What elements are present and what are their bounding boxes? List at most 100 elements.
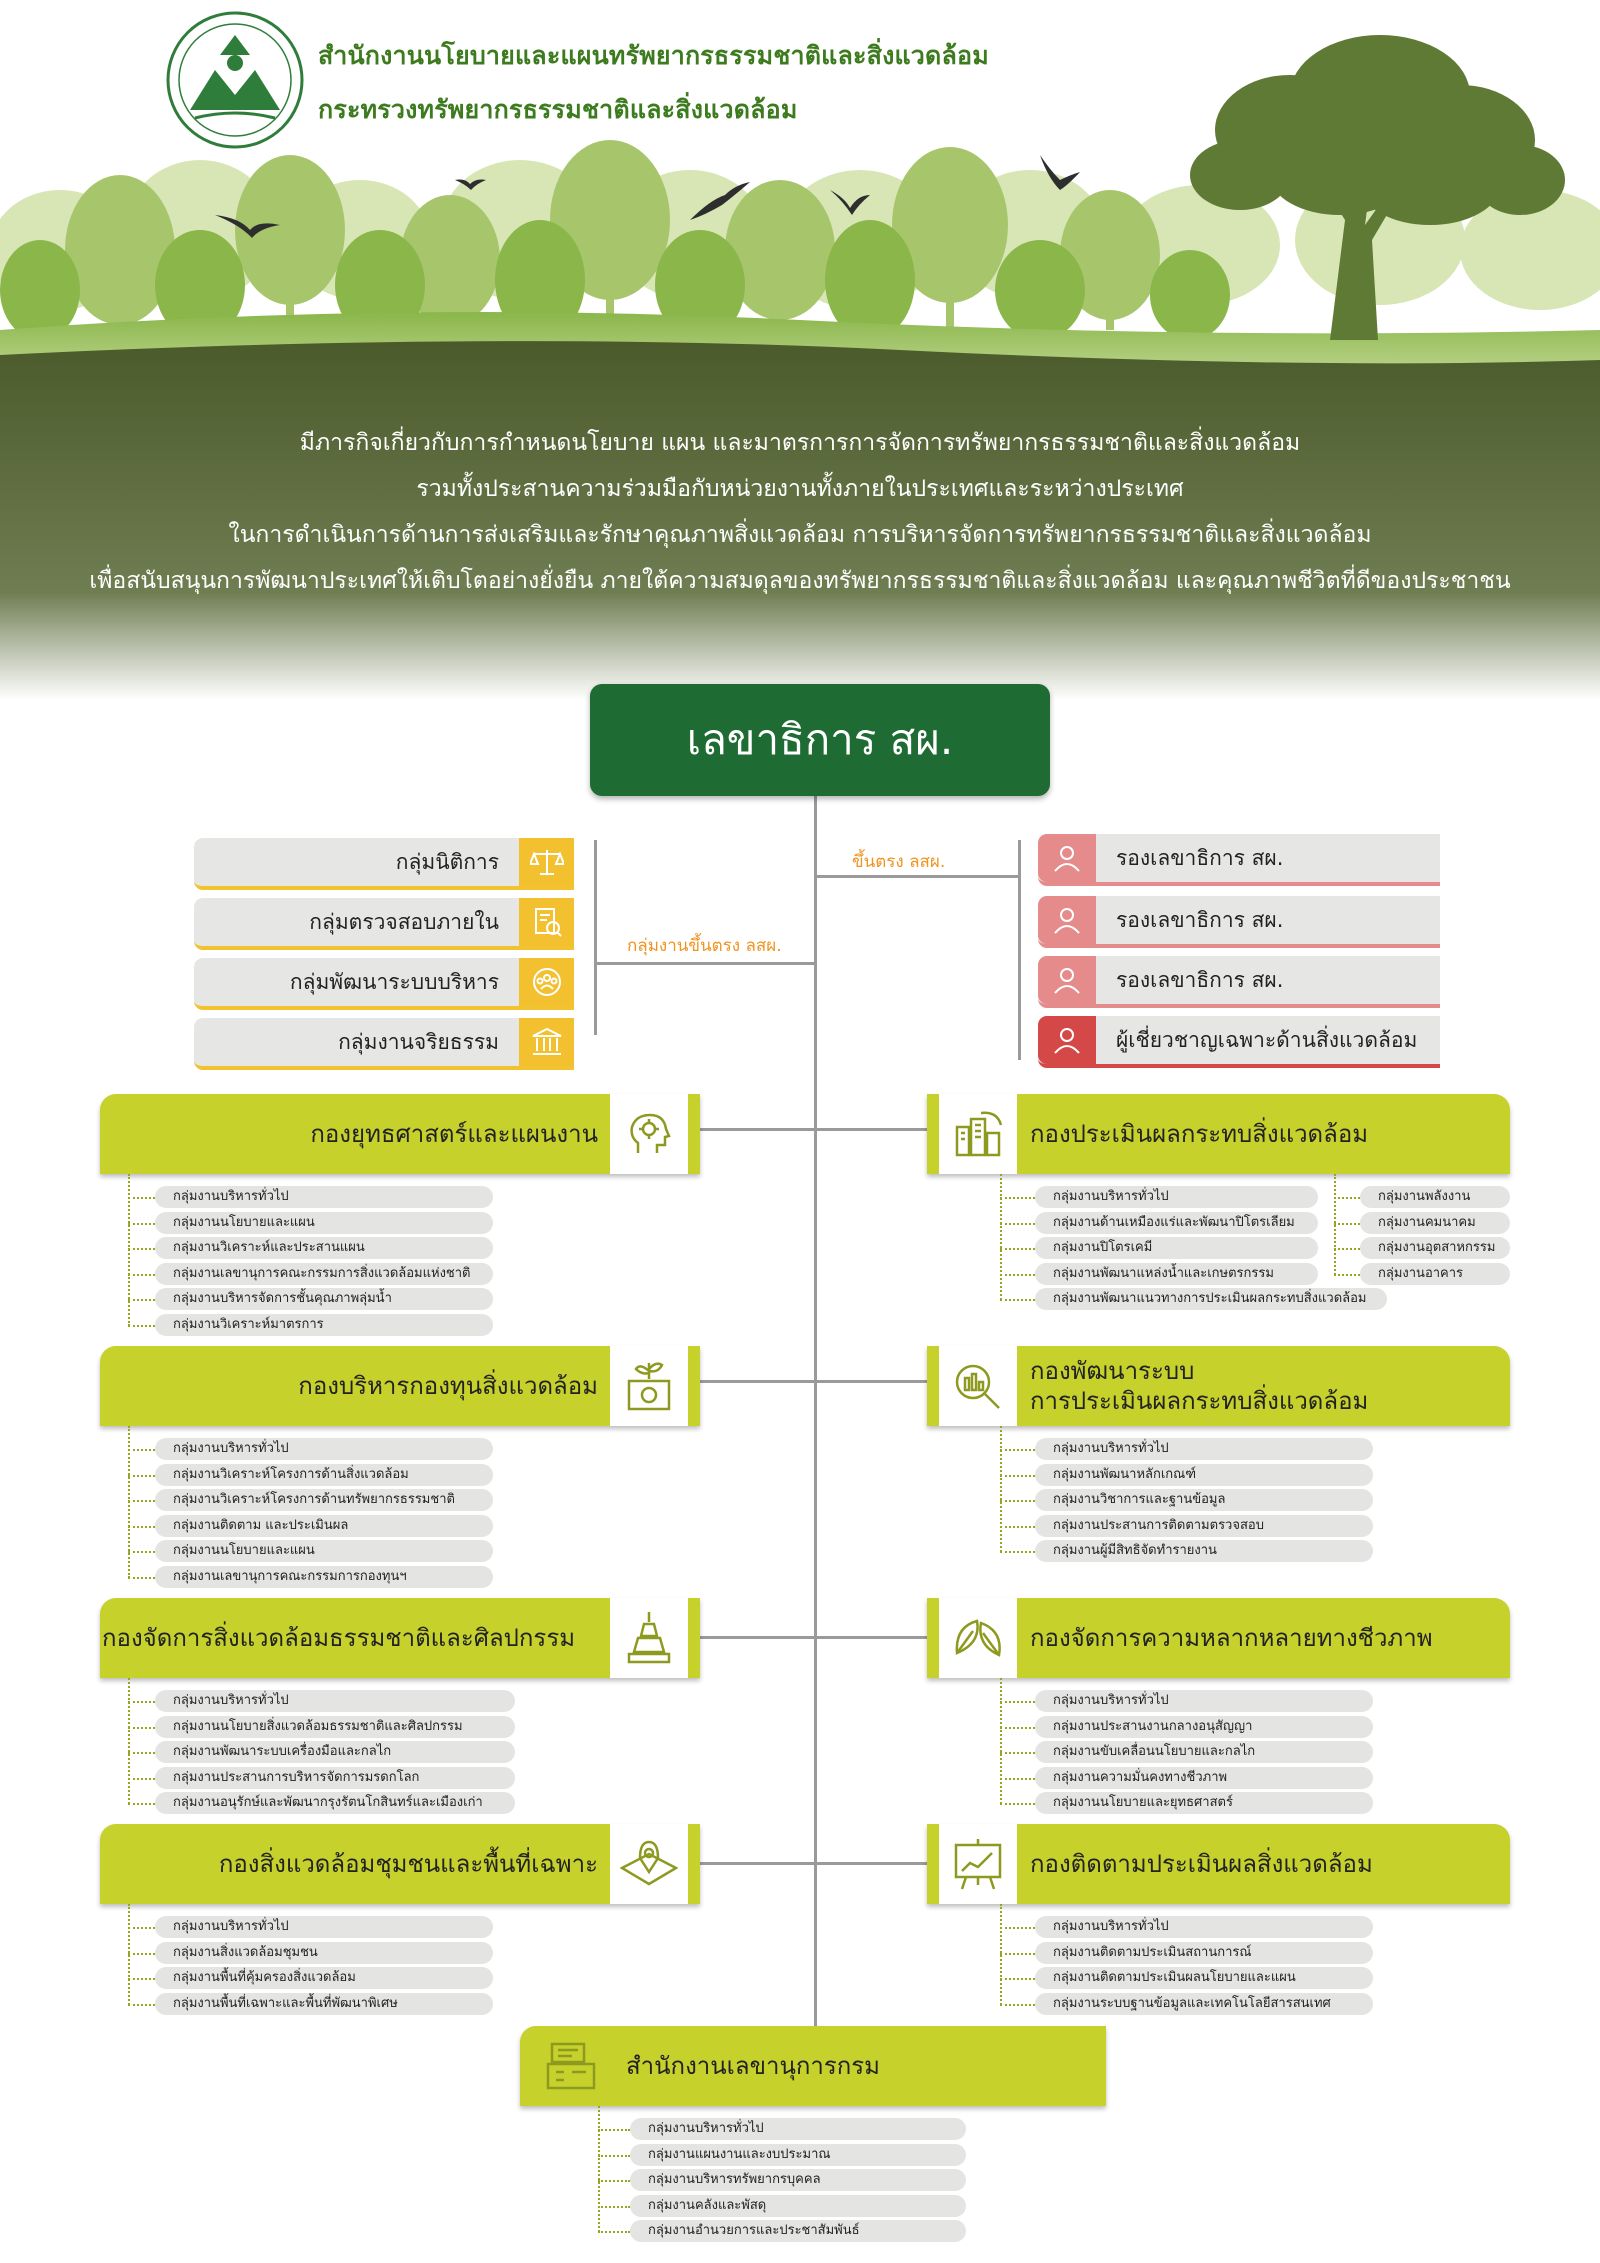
mission-statement: มีภารกิจเกี่ยวกับการกำหนดนโยบาย แผน และม… xyxy=(0,420,1600,604)
group-label: กลุ่มงานจริยธรรม xyxy=(338,1030,499,1054)
dotted-branch xyxy=(598,2154,630,2157)
sub-group-item: กลุ่มงานนโยบายและแผน xyxy=(155,1540,493,1562)
dotted-branch xyxy=(128,1248,155,1250)
group-ethics: กลุ่มงานจริยธรรม xyxy=(194,1018,574,1070)
dotted-branch xyxy=(128,1474,155,1477)
division-environment-fund: กองบริหารกองทุนสิ่งแวดล้อม xyxy=(100,1346,700,1426)
dotted-branch xyxy=(128,1222,155,1225)
sub-group-item: กลุ่มงานประสานการติดตามตรวจสอบ xyxy=(1035,1514,1373,1537)
sub-group-item: กลุ่มงานอาคาร xyxy=(1360,1262,1510,1285)
group-admin-development: กลุ่มพัฒนาระบบบริหาร xyxy=(194,958,574,1010)
sub-group-item: กลุ่มงานขับเคลื่อนนโยบายและกลไก xyxy=(1035,1741,1373,1763)
dotted-branch xyxy=(128,1324,155,1327)
sub-group-item: กลุ่มงานพัฒนาแหล่งน้ำและเกษตรกรรม xyxy=(1035,1262,1318,1285)
sub-group-item: กลุ่มงานคลังและพัสดุ xyxy=(630,2194,966,2217)
conn xyxy=(817,1636,927,1639)
dotted-branch xyxy=(1000,1248,1035,1250)
division-title: กองประเมินผลกระทบสิ่งแวดล้อม xyxy=(1030,1120,1369,1148)
sub-group-item: กลุ่มงานบริหารทั่วไป xyxy=(155,1438,493,1460)
ministry-name: กระทรวงทรัพยากรธรรมชาติและสิ่งแวดล้อม xyxy=(318,95,798,124)
sub-group-item: กลุ่มงานบริหารทั่วไป xyxy=(630,2118,966,2140)
person-icon xyxy=(1038,834,1096,882)
dotted-branch xyxy=(128,1952,155,1955)
leaves-icon xyxy=(939,1598,1017,1678)
deputy-1: รองเลขาธิการ สผ. xyxy=(1038,834,1440,886)
dotted-branch xyxy=(1000,1978,1035,1980)
deputy-label: ผู้เชี่ยวชาญเฉพาะด้านสิ่งแวดล้อม xyxy=(1116,1028,1418,1052)
dotted-branch xyxy=(1000,1500,1035,1502)
conn xyxy=(817,1128,927,1131)
pagoda-icon xyxy=(610,1598,688,1678)
dotted-branch xyxy=(1000,1803,1035,1805)
sub-group-item: กลุ่มงานบริหารทรัพยากรบุคคล xyxy=(630,2169,966,2191)
division-title: กองพัฒนาระบบ การประเมินผลกระทบสิ่งแวดล้อ… xyxy=(1030,1346,1368,1426)
dotted-branch xyxy=(128,1500,155,1502)
dotted-branch xyxy=(1000,1299,1035,1301)
dotted-branch xyxy=(1000,1474,1035,1477)
dotted-branch xyxy=(598,2129,630,2131)
forest-landscape-illustration xyxy=(0,0,1600,700)
dotted-branch xyxy=(128,2003,155,2006)
sub-group-item: กลุ่มงานบริหารทั่วไป xyxy=(1035,1916,1373,1938)
onep-logo xyxy=(166,11,304,149)
dotted-branch xyxy=(598,2180,630,2182)
sub-group-item: กลุ่มงานปิโตรเคมี xyxy=(1035,1237,1318,1259)
presentation-chart-icon xyxy=(939,1824,1017,1904)
sub-group-item: กลุ่มงานสิ่งแวดล้อมชุมชน xyxy=(155,1941,493,1964)
conn xyxy=(817,1862,927,1865)
group-label: กลุ่มนิติการ xyxy=(395,850,499,874)
dotted-connector xyxy=(128,1678,130,1804)
sub-group-item: กลุ่มงานพลังงาน xyxy=(1360,1186,1510,1208)
conn xyxy=(817,1380,927,1383)
dotted-branch xyxy=(1000,1777,1035,1780)
dotted-branch xyxy=(1334,1273,1360,1276)
sub-group-item: กลุ่มงานด้านเหมืองแร่และพัฒนาปิโตรเลียม xyxy=(1035,1211,1318,1234)
division-eia-system-development: กองพัฒนาระบบ การประเมินผลกระทบสิ่งแวดล้อ… xyxy=(927,1346,1510,1426)
division-title: กองจัดการความหลากหลายทางชีวภาพ xyxy=(1030,1624,1433,1652)
sub-group-item: กลุ่มงานบริหารทั่วไป xyxy=(1035,1690,1373,1712)
dotted-branch xyxy=(598,2231,630,2233)
dotted-branch xyxy=(128,1726,155,1729)
magnifier-chart-icon xyxy=(939,1346,1017,1426)
trunk-line xyxy=(814,796,817,2031)
sub-group-item: กลุ่มงานนโยบายและยุทธศาสตร์ xyxy=(1035,1792,1373,1814)
sub-group-item: กลุ่มงานพัฒนาระบบเครื่องมือและกลไก xyxy=(155,1741,515,1763)
mission-line: มีภารกิจเกี่ยวกับการกำหนดนโยบาย แผน และม… xyxy=(299,430,1301,456)
city-buildings-icon xyxy=(939,1094,1017,1174)
division-community-area: กองสิ่งแวดล้อมชุมชนและพื้นที่เฉพาะ xyxy=(100,1824,700,1904)
division-title: กองติดตามประเมินผลสิ่งแวดล้อม xyxy=(1030,1850,1373,1878)
division-title-line: การประเมินผลกระทบสิ่งแวดล้อม xyxy=(1030,1387,1369,1415)
sub-group-item: กลุ่มงานผู้มีสิทธิจัดทำรายงาน xyxy=(1035,1540,1373,1562)
sub-group-item: กลุ่มงานติดตาม และประเมินผล xyxy=(155,1514,493,1537)
conn xyxy=(700,1128,814,1131)
sub-group-item: กลุ่มงานประสานการบริหารจัดการมรดกโลก xyxy=(155,1766,515,1789)
secretary-general-box: เลขาธิการ สผ. xyxy=(590,684,1050,796)
dotted-branch xyxy=(1334,1197,1360,1199)
header-banner: สำนักงานนโยบายและแผนทรัพยากรธรรมชาติและส… xyxy=(0,0,1600,700)
dotted-branch xyxy=(128,1525,155,1528)
dotted-branch xyxy=(128,1701,155,1703)
dotted-branch xyxy=(1000,1222,1035,1225)
dotted-branch xyxy=(1000,1952,1035,1955)
group-label: กลุ่มตรวจสอบภายใน xyxy=(309,910,499,934)
conn xyxy=(700,1636,814,1639)
dotted-branch xyxy=(598,2205,630,2208)
sub-group-item: กลุ่มงานบริหารทั่วไป xyxy=(155,1186,493,1208)
sub-group-item: กลุ่มงานอนุรักษ์และพัฒนากรุงรัตนโกสินทร์… xyxy=(155,1792,515,1814)
dotted-connector xyxy=(1000,1426,1002,1552)
division-environment-monitoring: กองติดตามประเมินผลสิ่งแวดล้อม xyxy=(927,1824,1510,1904)
dotted-branch xyxy=(128,1576,155,1579)
sub-group-item: กลุ่มงานอุตสาหกรรม xyxy=(1360,1237,1510,1259)
sub-group-item: กลุ่มงานพัฒนาหลักเกณฑ์ xyxy=(1035,1463,1373,1486)
deputy-3: รองเลขาธิการ สผ. xyxy=(1038,956,1440,1008)
sub-group-item: กลุ่มงานวิเคราะห์มาตรการ xyxy=(155,1313,493,1336)
sub-group-item: กลุ่มงานพื้นที่คุ้มครองสิ่งแวดล้อม xyxy=(155,1967,493,1989)
sub-group-item: กลุ่มงานวิเคราะห์โครงการด้านทรัพยากรธรรม… xyxy=(155,1489,493,1511)
sub-group-item: กลุ่มงานนโยบายและแผน xyxy=(155,1211,493,1234)
dotted-branch xyxy=(1000,1273,1035,1276)
dotted-branch xyxy=(128,1197,155,1199)
right-group-label: ขึ้นตรง ลสผ. xyxy=(852,852,946,872)
person-icon xyxy=(1038,1016,1096,1064)
sub-group-item: กลุ่มงานพื้นที่เฉพาะและพื้นที่พัฒนาพิเศษ xyxy=(155,1992,493,2015)
sub-group-item: กลุ่มงานนโยบายสิ่งแวดล้อมธรรมชาติและศิลป… xyxy=(155,1715,515,1738)
